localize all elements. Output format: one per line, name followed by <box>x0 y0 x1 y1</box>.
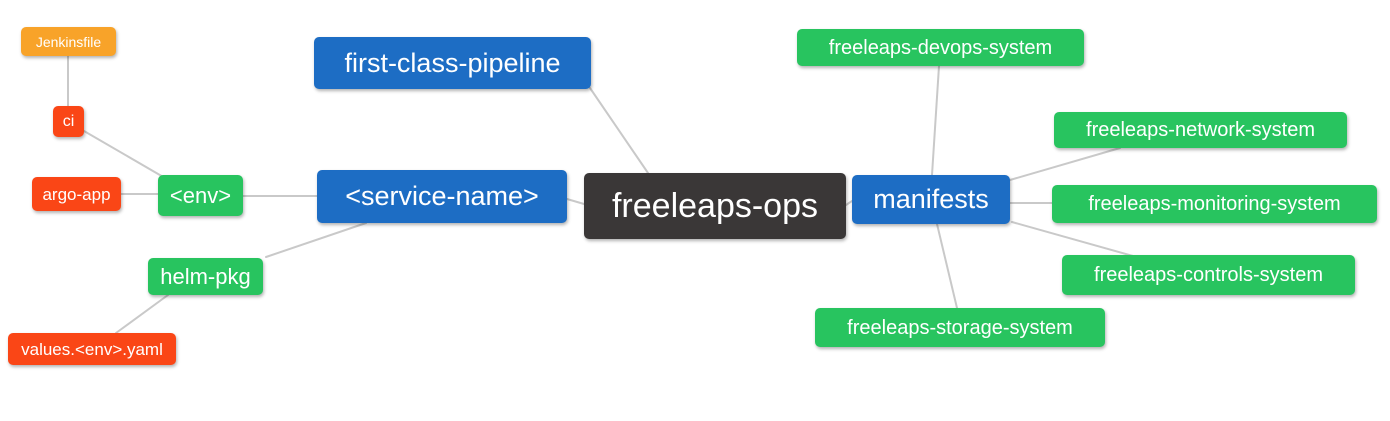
node-freeleaps-monitoring-system[interactable]: freeleaps-monitoring-system <box>1052 185 1377 223</box>
node-freeleaps-ops[interactable]: freeleaps-ops <box>584 173 846 239</box>
edge-service-name-to-freeleaps-ops <box>566 198 585 205</box>
node-jenkinsfile[interactable]: Jenkinsfile <box>21 27 116 56</box>
node-manifests[interactable]: manifests <box>852 175 1010 224</box>
node-freeleaps-storage-system[interactable]: freeleaps-storage-system <box>815 308 1105 347</box>
edge-manifests-to-freeleaps-storage-system <box>936 223 958 309</box>
node-ci[interactable]: ci <box>53 106 84 137</box>
edge-manifests-to-freeleaps-devops-system <box>931 65 940 176</box>
node-freeleaps-devops-system[interactable]: freeleaps-devops-system <box>797 29 1084 66</box>
edge-helm-pkg-to-service-name <box>265 222 367 258</box>
node-freeleaps-controls-system[interactable]: freeleaps-controls-system <box>1062 255 1355 295</box>
node-first-class-pipeline[interactable]: first-class-pipeline <box>314 37 591 89</box>
node-service-name[interactable]: <service-name> <box>317 170 567 223</box>
edge-freeleaps-ops-to-manifests <box>845 200 853 206</box>
node-argo-app[interactable]: argo-app <box>32 177 121 211</box>
edge-ci-to-env <box>83 130 166 179</box>
edge-manifests-to-freeleaps-controls-system <box>1011 221 1134 257</box>
node-env[interactable]: <env> <box>158 175 243 216</box>
node-values-env-yaml[interactable]: values.<env>.yaml <box>8 333 176 365</box>
node-freeleaps-network-system[interactable]: freeleaps-network-system <box>1054 112 1347 148</box>
edge-manifests-to-freeleaps-network-system <box>1009 147 1121 181</box>
node-helm-pkg[interactable]: helm-pkg <box>148 258 263 295</box>
edge-values-env-yaml-to-helm-pkg <box>115 294 169 334</box>
edge-first-class-pipeline-to-freeleaps-ops <box>589 87 649 174</box>
